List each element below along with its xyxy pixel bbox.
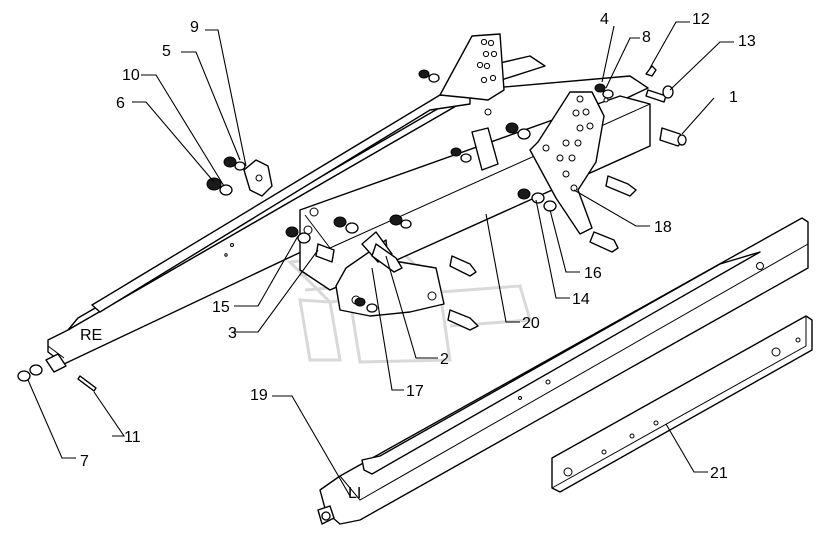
bracket-small (243, 159, 273, 197)
callout-19: 19 (250, 387, 268, 404)
callout-21: 21 (710, 465, 728, 482)
callout-11: 11 (124, 429, 141, 446)
callout-6: 6 (116, 95, 125, 112)
splice-plate-21 (551, 315, 813, 493)
callout-12: 12 (692, 11, 710, 28)
bracket-plate-18 (529, 91, 605, 235)
callout-20: 20 (522, 315, 540, 332)
bracket-upper (439, 33, 505, 171)
side-label-left: LI (348, 485, 361, 502)
callout-4: 4 (600, 11, 609, 28)
callout-14: 14 (572, 291, 590, 308)
callout-5: 5 (162, 43, 171, 60)
callout-18: 18 (654, 219, 672, 236)
callout-1: 1 (729, 89, 738, 106)
callout-2: 2 (440, 351, 449, 368)
callout-16: 16 (584, 265, 602, 282)
callout-13: 13 (738, 33, 756, 50)
callout-3: 3 (228, 325, 237, 342)
leader-lines (27, 21, 734, 497)
callout-15: 15 (212, 299, 230, 316)
beam-left (317, 217, 809, 525)
callout-9: 9 (190, 19, 199, 36)
side-label-right: RE (80, 327, 102, 344)
callout-17: 17 (406, 383, 424, 400)
callout-8: 8 (642, 29, 651, 46)
callout-7: 7 (80, 453, 89, 470)
callout-10: 10 (122, 67, 140, 84)
callout-numbers: 1 2 3 4 5 6 7 8 9 10 11 12 13 14 15 16 1… (80, 11, 756, 482)
